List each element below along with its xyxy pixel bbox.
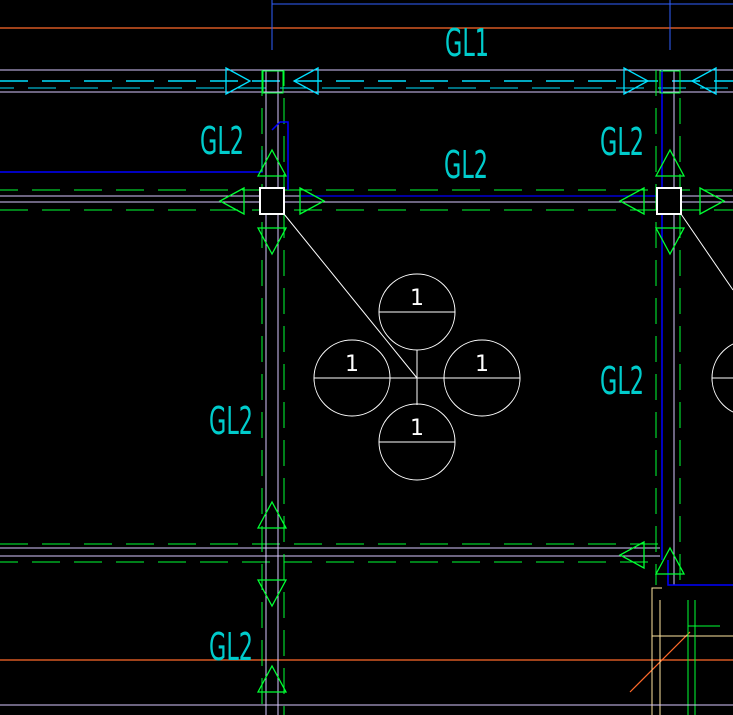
arrow-icon [256,500,288,529]
beam-label-left-upper: GL2 [200,119,244,163]
leader-line [283,213,418,379]
slab-number-left: 1 [345,352,359,377]
arrow-icon [225,66,252,96]
arrow-icon [299,186,326,216]
arrow-icon [654,148,686,177]
beam-label-right-mid: GL2 [600,359,644,403]
column-box-top-right [659,70,681,94]
arrow-icon [256,664,288,693]
arrow-icon [218,186,245,216]
column-box-top-left [262,70,284,94]
column-box-right [656,187,682,215]
arrow-icon [699,186,726,216]
slab-number-bottom: 1 [410,416,424,441]
arrow-icon [654,227,686,256]
arrow-icon [690,66,717,96]
arrow-icon [618,186,645,216]
arrow-icon [256,227,288,256]
foundation-block [651,587,733,715]
arrow-icon [654,546,686,575]
reference-lines [271,0,733,50]
column-box-left [259,187,285,215]
arrow-icon [618,540,645,570]
beam-lower [0,543,660,563]
leader-line-right [680,213,733,291]
arrow-icon [292,66,319,96]
arrow-markers [218,66,726,693]
beam-top [0,69,733,93]
slab-number-right: 1 [475,352,489,377]
slab-numbers: 1 1 1 1 [345,286,489,441]
arrow-icon [256,148,288,177]
beam-labels: GL1 GL2 GL2 GL2 GL2 GL2 GL2 [200,21,644,669]
beam-vertical-right [655,70,733,586]
arrow-icon [623,66,650,96]
arrow-icon [256,579,288,608]
slab-symbol [283,213,733,481]
beam-label-right-upper: GL2 [600,120,644,164]
beam-label-top: GL1 [445,21,489,65]
beam-label-left-lower: GL2 [209,625,253,669]
slab-number-top: 1 [410,286,424,311]
beam-label-middle: GL2 [444,143,488,187]
beam-vertical-left [261,70,289,715]
column-boxes [259,70,682,215]
beam-label-left-mid: GL2 [209,399,253,443]
